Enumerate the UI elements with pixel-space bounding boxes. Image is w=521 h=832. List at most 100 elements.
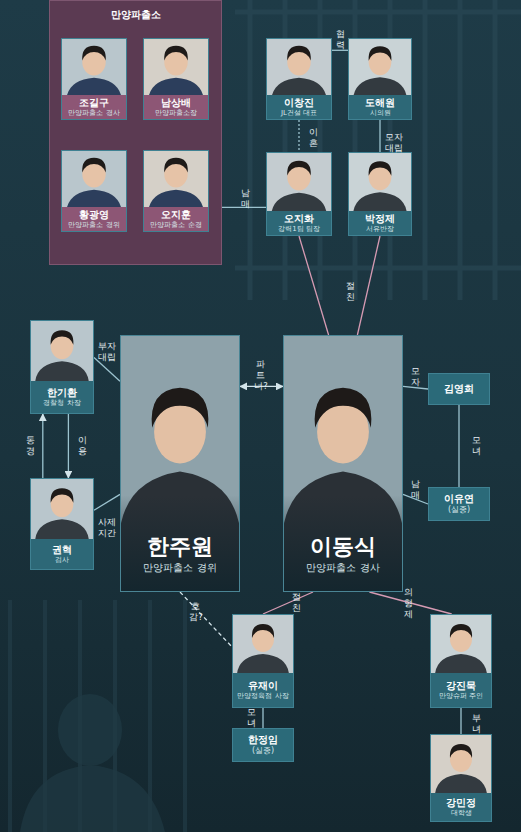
relation-line: [263, 592, 313, 614]
person-role: 만양파출소 경사: [68, 109, 119, 118]
portrait-background: [431, 735, 491, 793]
name-plate: 이창진JL건설 대표: [267, 95, 331, 119]
name-plate: 황광영만양파출소 경위: [62, 207, 126, 231]
shadow-figure: [20, 694, 165, 832]
portrait-hair: [287, 46, 311, 61]
portrait-body: [237, 654, 289, 673]
person-name: 한정임: [248, 734, 278, 746]
portrait-hair: [287, 161, 311, 176]
portrait-fade: [121, 495, 239, 591]
relation-label: 절친: [346, 281, 355, 303]
person-role: 만양파출소 경위: [68, 221, 119, 230]
relation-label: 파트너?: [254, 359, 268, 392]
person-name: 조길구: [79, 97, 109, 109]
portrait-background: [144, 151, 208, 207]
person-role: 대학생: [451, 809, 472, 818]
main-character-card: 이동식만양파출소 경사: [283, 335, 403, 592]
relation-label: 의형제: [404, 587, 413, 620]
group-box: 만양파출소조길구만양파출소 경사 남상배만양파출소장황광영만양파출소 경위 오지훈만…: [49, 0, 222, 265]
relation-label: 협력: [336, 29, 345, 51]
main-character-card: 한주원만양파출소 경위: [120, 335, 240, 592]
person-card: 한기환경찰청 차장: [30, 320, 94, 414]
prison-bars: [235, 0, 521, 300]
relation-line: [68, 414, 69, 478]
portrait-photo: [431, 735, 491, 793]
portrait-hair: [82, 158, 106, 173]
portrait-hair: [51, 488, 74, 502]
person-card: 권혁검사: [30, 478, 94, 570]
name-plate: 한주원만양파출소 경위: [121, 533, 239, 575]
portrait: [62, 151, 126, 207]
portrait-body: [271, 193, 326, 211]
portrait-hair: [164, 158, 188, 173]
portrait-background: [267, 39, 331, 95]
figure-head: [58, 694, 122, 766]
portrait: [431, 615, 491, 673]
portrait-background: [31, 479, 93, 539]
portrait-body: [148, 78, 203, 95]
name-plate: 강민정대학생: [431, 793, 491, 821]
portrait-body: [353, 77, 407, 95]
portrait: [144, 151, 208, 207]
relation-label: 모자: [411, 366, 420, 388]
portrait-background: [31, 321, 93, 381]
portrait-photo: [267, 39, 331, 95]
portrait: [31, 479, 93, 539]
person-name: 오지화: [284, 213, 314, 225]
bar: [493, 0, 498, 300]
bar: [458, 0, 463, 300]
portrait-background: [233, 615, 293, 673]
person-card: 강진묵만양슈퍼 주인: [430, 614, 492, 708]
person-name: 박정제: [365, 213, 395, 225]
person-name: 남상배: [161, 97, 191, 109]
person-card: 박정제서유반장: [348, 152, 412, 236]
portrait-photo: [349, 39, 411, 95]
person-role: 만양파출소 경위: [121, 561, 239, 575]
portrait-hair: [369, 161, 392, 175]
portrait-hair: [82, 46, 106, 61]
person-role: 만양파출소 순경: [150, 221, 201, 230]
relation-line: [262, 708, 263, 728]
portrait-photo: [233, 615, 293, 673]
relation-line: [460, 708, 461, 734]
relation-label: 모자 대립: [384, 132, 404, 154]
name-plate: 오지훈만양파출소 순경: [144, 207, 208, 231]
name-plate: 강진묵만양슈퍼 주인: [431, 673, 491, 707]
person-role: 서유반장: [366, 225, 394, 234]
relation-label: 동경: [26, 435, 35, 457]
portrait-photo: [144, 39, 208, 95]
person-name: 이동식: [284, 533, 402, 561]
connectors: [43, 50, 461, 734]
relation-line: [42, 414, 43, 478]
relation-line: [298, 120, 299, 152]
person-name: 권혁: [52, 544, 72, 556]
portrait: [267, 39, 331, 95]
person-name: 김영희: [444, 383, 474, 395]
person-role: 만양파출소장: [155, 109, 197, 118]
person-role: 만양슈퍼 주인: [439, 692, 483, 701]
name-plate: 남상배만양파출소장: [144, 95, 208, 119]
person-name: 이유연: [444, 493, 474, 505]
portrait: [62, 39, 126, 95]
person-card: 황광영만양파출소 경위: [61, 150, 127, 232]
portrait: [349, 153, 411, 211]
relation-label: 부녀: [472, 713, 481, 735]
figure-body: [20, 765, 165, 832]
relation-label: 남매: [241, 188, 250, 210]
portrait-photo: [144, 151, 208, 207]
portrait-body: [435, 654, 487, 673]
portrait: [267, 153, 331, 211]
relation-label: 호감?: [189, 601, 203, 623]
name-plate: 권혁검사: [31, 539, 93, 569]
name-plate: 유재이만양정육점 사장: [233, 673, 293, 707]
relation-line: [299, 236, 329, 335]
portrait-body: [271, 78, 326, 95]
group-title: 만양파출소: [50, 8, 221, 21]
portrait-body: [435, 774, 487, 793]
bar: [235, 10, 521, 15]
portrait: [349, 39, 411, 95]
person-role: 시의원: [370, 109, 391, 118]
person-role: (실종): [252, 746, 274, 756]
portrait-hair: [51, 330, 74, 344]
